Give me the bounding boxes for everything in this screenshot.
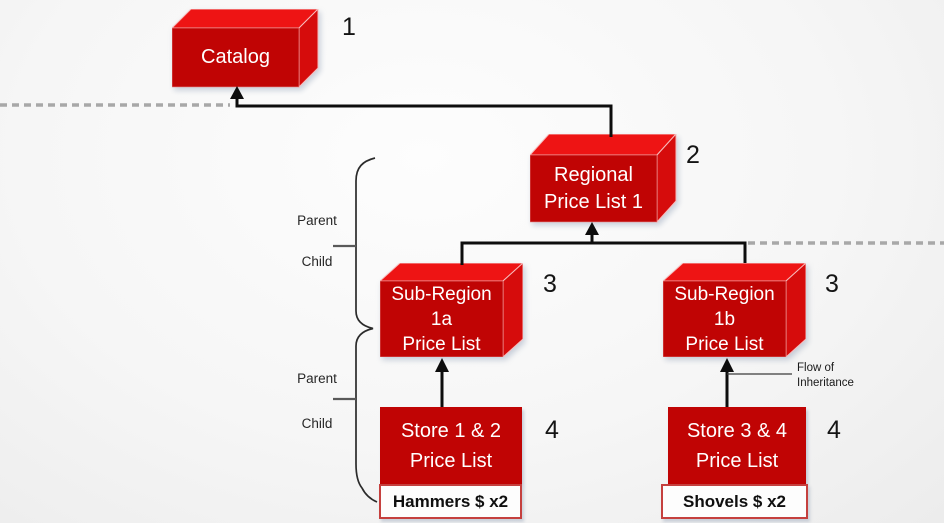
level-number-4a: 4 [545, 416, 559, 444]
node-label-line: Price List [409, 449, 493, 472]
arrowhead-to-regional-icon [585, 222, 599, 235]
box-top-face [530, 134, 677, 156]
parent-child-brace [355, 157, 378, 503]
parent-label-upper: Parent [297, 213, 337, 228]
node-label-line: Price List [402, 333, 481, 355]
flow-of-inheritance-label: Flow of Inheritance [797, 361, 854, 391]
price-tag-text: Hammers $ x2 [392, 491, 509, 511]
node-label-line: Price List 1 [544, 190, 643, 213]
node-label-line: Store 3 & 4 [686, 419, 788, 442]
box-front-face [380, 280, 504, 357]
regional-label: Regional Price List 1 [530, 155, 657, 222]
node-label-line: Sub-Region [391, 283, 492, 305]
level-number-3b: 3 [825, 270, 839, 298]
level-number-2: 2 [686, 141, 700, 169]
box-top-face [380, 263, 523, 282]
node-regional-price-list-1: Regional Price List 1 [530, 134, 677, 223]
connector-regional-to-catalog [235, 97, 613, 137]
regional-3d-box [530, 134, 677, 223]
node-sub-region-1a: Sub-Region 1a Price List [380, 263, 523, 357]
connector-subregions-bus [460, 241, 747, 265]
node-sub-region-1b: Sub-Region 1b Price List [663, 263, 806, 357]
box-top-face [172, 9, 319, 29]
sub-region-1a-3d-box [380, 263, 523, 357]
node-label-line: 1a [430, 308, 453, 330]
parent-label-lower: Parent [297, 371, 337, 386]
level-number-3a: 3 [543, 270, 557, 298]
flow-label-line2: Inheritance [797, 377, 854, 389]
level-number-4b: 4 [827, 416, 841, 444]
node-label-line: Sub-Region [674, 283, 775, 305]
node-label-line: 1b [713, 308, 736, 330]
node-label-line: Price List [695, 449, 779, 472]
flow-label-line1: Flow of [797, 362, 835, 374]
catalog-label: Catalog [172, 28, 299, 87]
box-front-face [663, 280, 787, 357]
arrowhead-to-sub1a-icon [435, 358, 449, 372]
hammers-price-tag: Hammers $ x2 [379, 484, 522, 519]
price-tag-text: Shovels $ x2 [682, 491, 786, 511]
node-catalog: Catalog [172, 9, 319, 88]
node-store-1-2: Store 1 & 2 Price List [380, 407, 522, 484]
sub-region-1b-3d-box [663, 263, 806, 357]
arrowhead-to-sub1b-icon [720, 358, 734, 372]
level-number-1: 1 [342, 13, 356, 41]
node-store-3-4: Store 3 & 4 Price List [668, 407, 806, 484]
node-label-line: Regional [554, 163, 633, 186]
child-label-upper: Child [301, 254, 333, 269]
node-label-line: Price List [685, 333, 764, 355]
sub-region-1b-label: Sub-Region 1b Price List [663, 281, 786, 357]
box-front-face [530, 154, 658, 223]
child-label-lower: Child [301, 416, 333, 431]
shovels-price-tag: Shovels $ x2 [661, 484, 808, 519]
box-front-face [172, 27, 300, 88]
node-label-line: Store 1 & 2 [400, 419, 502, 442]
catalog-3d-box [172, 9, 319, 88]
sub-region-1a-label: Sub-Region 1a Price List [380, 281, 503, 357]
box-top-face [663, 263, 806, 282]
node-label-line: Catalog [201, 46, 270, 68]
